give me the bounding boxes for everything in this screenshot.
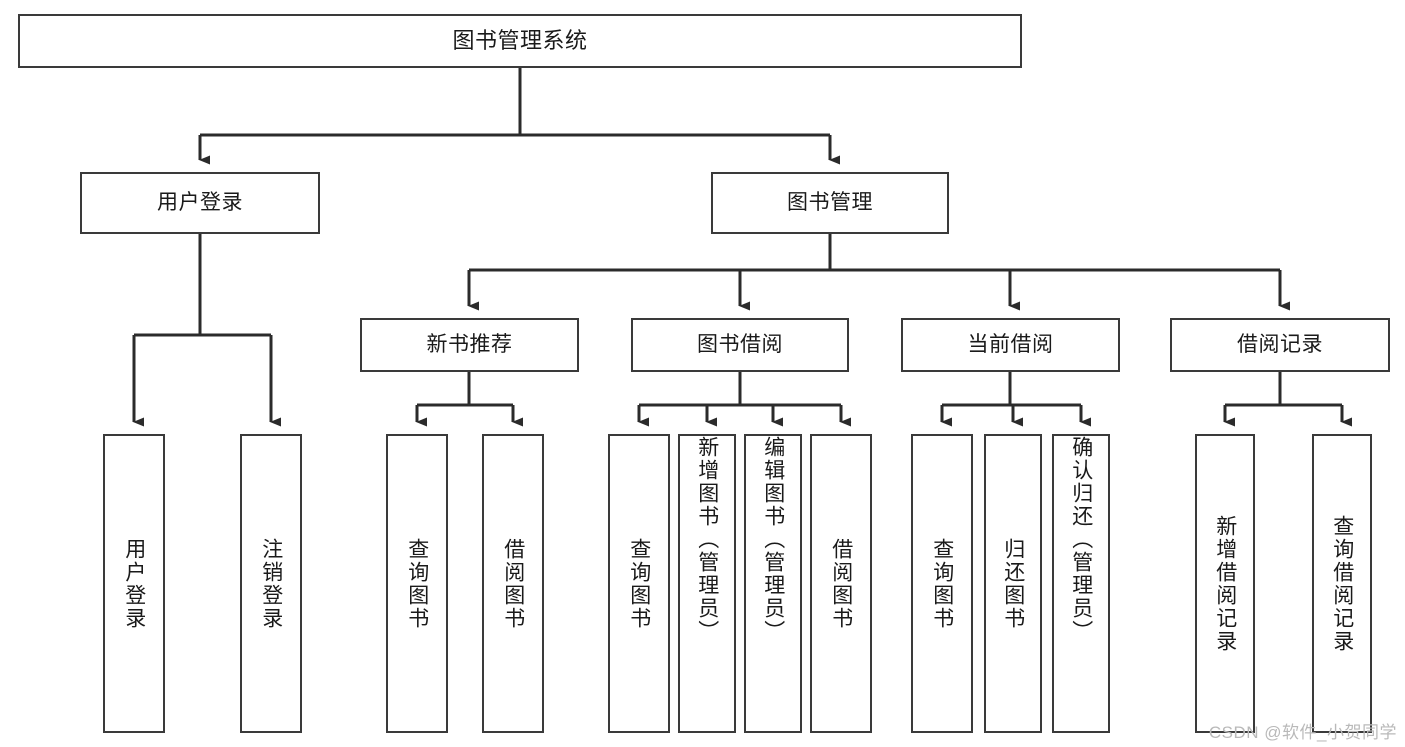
node-leaf-user-login[interactable]: 用户登录 — [103, 434, 165, 733]
node-leaf-edit-book-admin-label: 编辑图书（管理员） — [761, 436, 785, 643]
node-book-borrow[interactable]: 图书借阅 — [631, 318, 849, 372]
node-leaf-query-book-1-label: 查询图书 — [405, 537, 429, 630]
node-user-login[interactable]: 用户登录 — [80, 172, 320, 234]
node-borrow-record[interactable]: 借阅记录 — [1170, 318, 1390, 372]
node-new-book-recommend[interactable]: 新书推荐 — [360, 318, 579, 372]
node-leaf-confirm-return-admin-label: 确认归还（管理员） — [1069, 436, 1093, 643]
node-leaf-logout-login-label: 注销登录 — [259, 537, 283, 630]
node-leaf-borrow-book-2-label: 借阅图书 — [829, 537, 853, 630]
node-leaf-add-borrow-record[interactable]: 新增借阅记录 — [1195, 434, 1255, 733]
node-leaf-add-book-admin-label: 新增图书（管理员） — [695, 436, 719, 643]
node-book-manage-label: 图书管理 — [787, 191, 873, 215]
node-root-label: 图书管理系统 — [452, 27, 588, 53]
node-borrow-record-label: 借阅记录 — [1237, 333, 1323, 357]
node-leaf-add-book-admin[interactable]: 新增图书（管理员） — [678, 434, 736, 733]
node-new-book-recommend-label: 新书推荐 — [426, 333, 513, 357]
node-leaf-borrow-book-1-label: 借阅图书 — [501, 537, 525, 630]
node-leaf-query-borrow-record-label: 查询借阅记录 — [1330, 514, 1354, 653]
node-book-manage[interactable]: 图书管理 — [711, 172, 949, 234]
node-leaf-query-book-1[interactable]: 查询图书 — [386, 434, 448, 733]
node-leaf-borrow-book-2[interactable]: 借阅图书 — [810, 434, 872, 733]
node-book-borrow-label: 图书借阅 — [697, 333, 783, 357]
node-root[interactable]: 图书管理系统 — [18, 14, 1022, 68]
node-current-borrow[interactable]: 当前借阅 — [901, 318, 1120, 372]
node-current-borrow-label: 当前借阅 — [967, 333, 1054, 357]
node-leaf-logout-login[interactable]: 注销登录 — [240, 434, 302, 733]
node-leaf-query-book-3[interactable]: 查询图书 — [911, 434, 973, 733]
node-leaf-query-book-2-label: 查询图书 — [627, 537, 651, 630]
node-leaf-return-book-label: 归还图书 — [1001, 537, 1025, 630]
node-leaf-confirm-return-admin[interactable]: 确认归还（管理员） — [1052, 434, 1110, 733]
node-leaf-add-borrow-record-label: 新增借阅记录 — [1213, 514, 1237, 653]
node-leaf-edit-book-admin[interactable]: 编辑图书（管理员） — [744, 434, 802, 733]
node-leaf-query-borrow-record[interactable]: 查询借阅记录 — [1312, 434, 1372, 733]
node-leaf-user-login-label: 用户登录 — [122, 537, 146, 630]
node-leaf-return-book[interactable]: 归还图书 — [984, 434, 1042, 733]
node-leaf-query-book-2[interactable]: 查询图书 — [608, 434, 670, 733]
node-user-login-label: 用户登录 — [157, 191, 243, 215]
node-leaf-query-book-3-label: 查询图书 — [930, 537, 954, 630]
node-leaf-borrow-book-1[interactable]: 借阅图书 — [482, 434, 544, 733]
